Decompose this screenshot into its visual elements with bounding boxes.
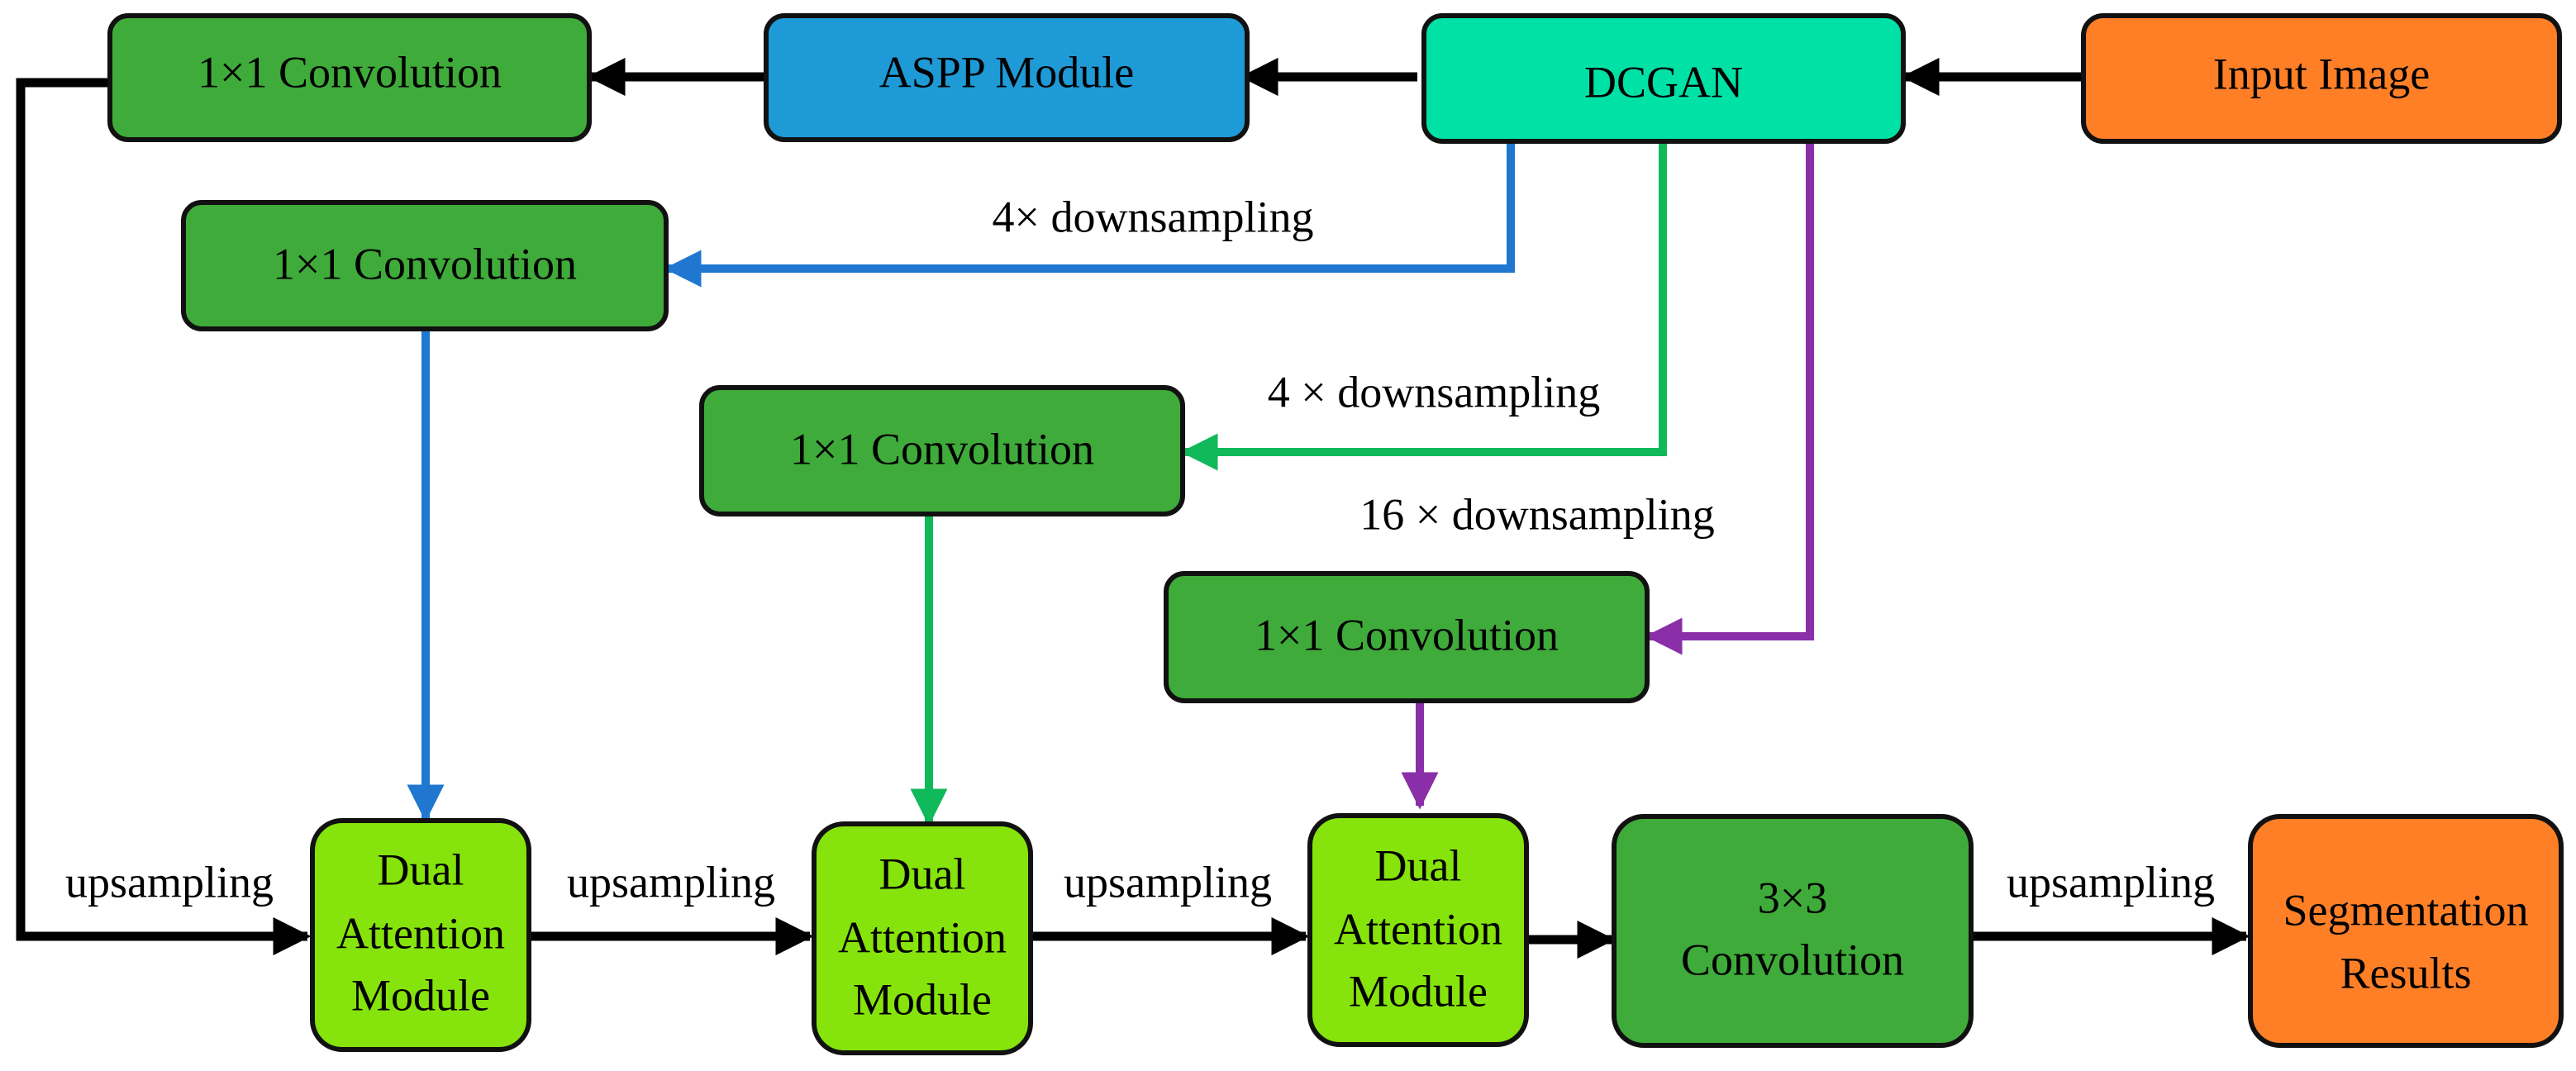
edge-conv-to-dam1: [16, 78, 312, 956]
edge-label-upsampling-4: upsampling: [2007, 857, 2215, 907]
edge-label-upsampling-1: upsampling: [65, 857, 274, 907]
conv3x3-box: [1612, 814, 1974, 1048]
dcgan-label: DCGAN: [1584, 57, 1743, 107]
edge-dcgan-green-branch: [1180, 142, 1667, 471]
edge-label-upsampling-3: upsampling: [1064, 857, 1272, 907]
conv-purple-box: [1164, 571, 1650, 703]
input-image-box: [2081, 13, 2562, 144]
input-image-label: Input Image: [2213, 49, 2430, 98]
dam2-line3: Module: [853, 974, 992, 1024]
dam2-line2: Attention: [838, 912, 1007, 962]
dam3-line2: Attention: [1334, 904, 1502, 954]
dam1-line3: Module: [351, 970, 490, 1020]
edge-label-blue-downsampling: 4× downsampling: [993, 192, 1314, 241]
conv-blue-box: [181, 200, 669, 331]
dam2-box: [812, 821, 1033, 1055]
seg-results-box: [2248, 814, 2564, 1048]
dcgan-box: [1421, 13, 1906, 144]
conv-blue-label: 1×1 Convolution: [273, 239, 577, 288]
conv-top-box: [107, 13, 592, 142]
edge-label-purple-downsampling: 16 × downsampling: [1359, 489, 1714, 539]
edge-label-upsampling-2: upsampling: [567, 857, 775, 907]
edge-dcgan-blue-branch: [664, 142, 1515, 288]
conv-green-box: [699, 385, 1185, 516]
conv-green-label: 1×1 Convolution: [790, 424, 1094, 474]
dam1-box: [310, 818, 531, 1052]
dam2-line1: Dual: [879, 849, 966, 898]
seg-results-line2: Results: [2340, 948, 2471, 997]
aspp-module-label: ASPP Module: [879, 47, 1135, 97]
conv3x3-line2: Convolution: [1681, 935, 1904, 984]
edge-label-green-downsampling: 4 × downsampling: [1268, 367, 1600, 416]
dam1-line2: Attention: [336, 908, 505, 958]
conv-purple-label: 1×1 Convolution: [1255, 610, 1559, 659]
aspp-module-box: [764, 13, 1250, 142]
conv3x3-line1: 3×3: [1758, 873, 1827, 922]
edge-dcgan-purple-branch: [1645, 142, 1814, 655]
conv-top-label: 1×1 Convolution: [198, 47, 502, 97]
seg-results-line1: Segmentation: [2283, 885, 2529, 935]
dam3-box: [1307, 813, 1529, 1047]
dam3-line3: Module: [1349, 966, 1488, 1016]
dam1-line1: Dual: [378, 845, 464, 894]
dam3-line1: Dual: [1375, 840, 1462, 890]
